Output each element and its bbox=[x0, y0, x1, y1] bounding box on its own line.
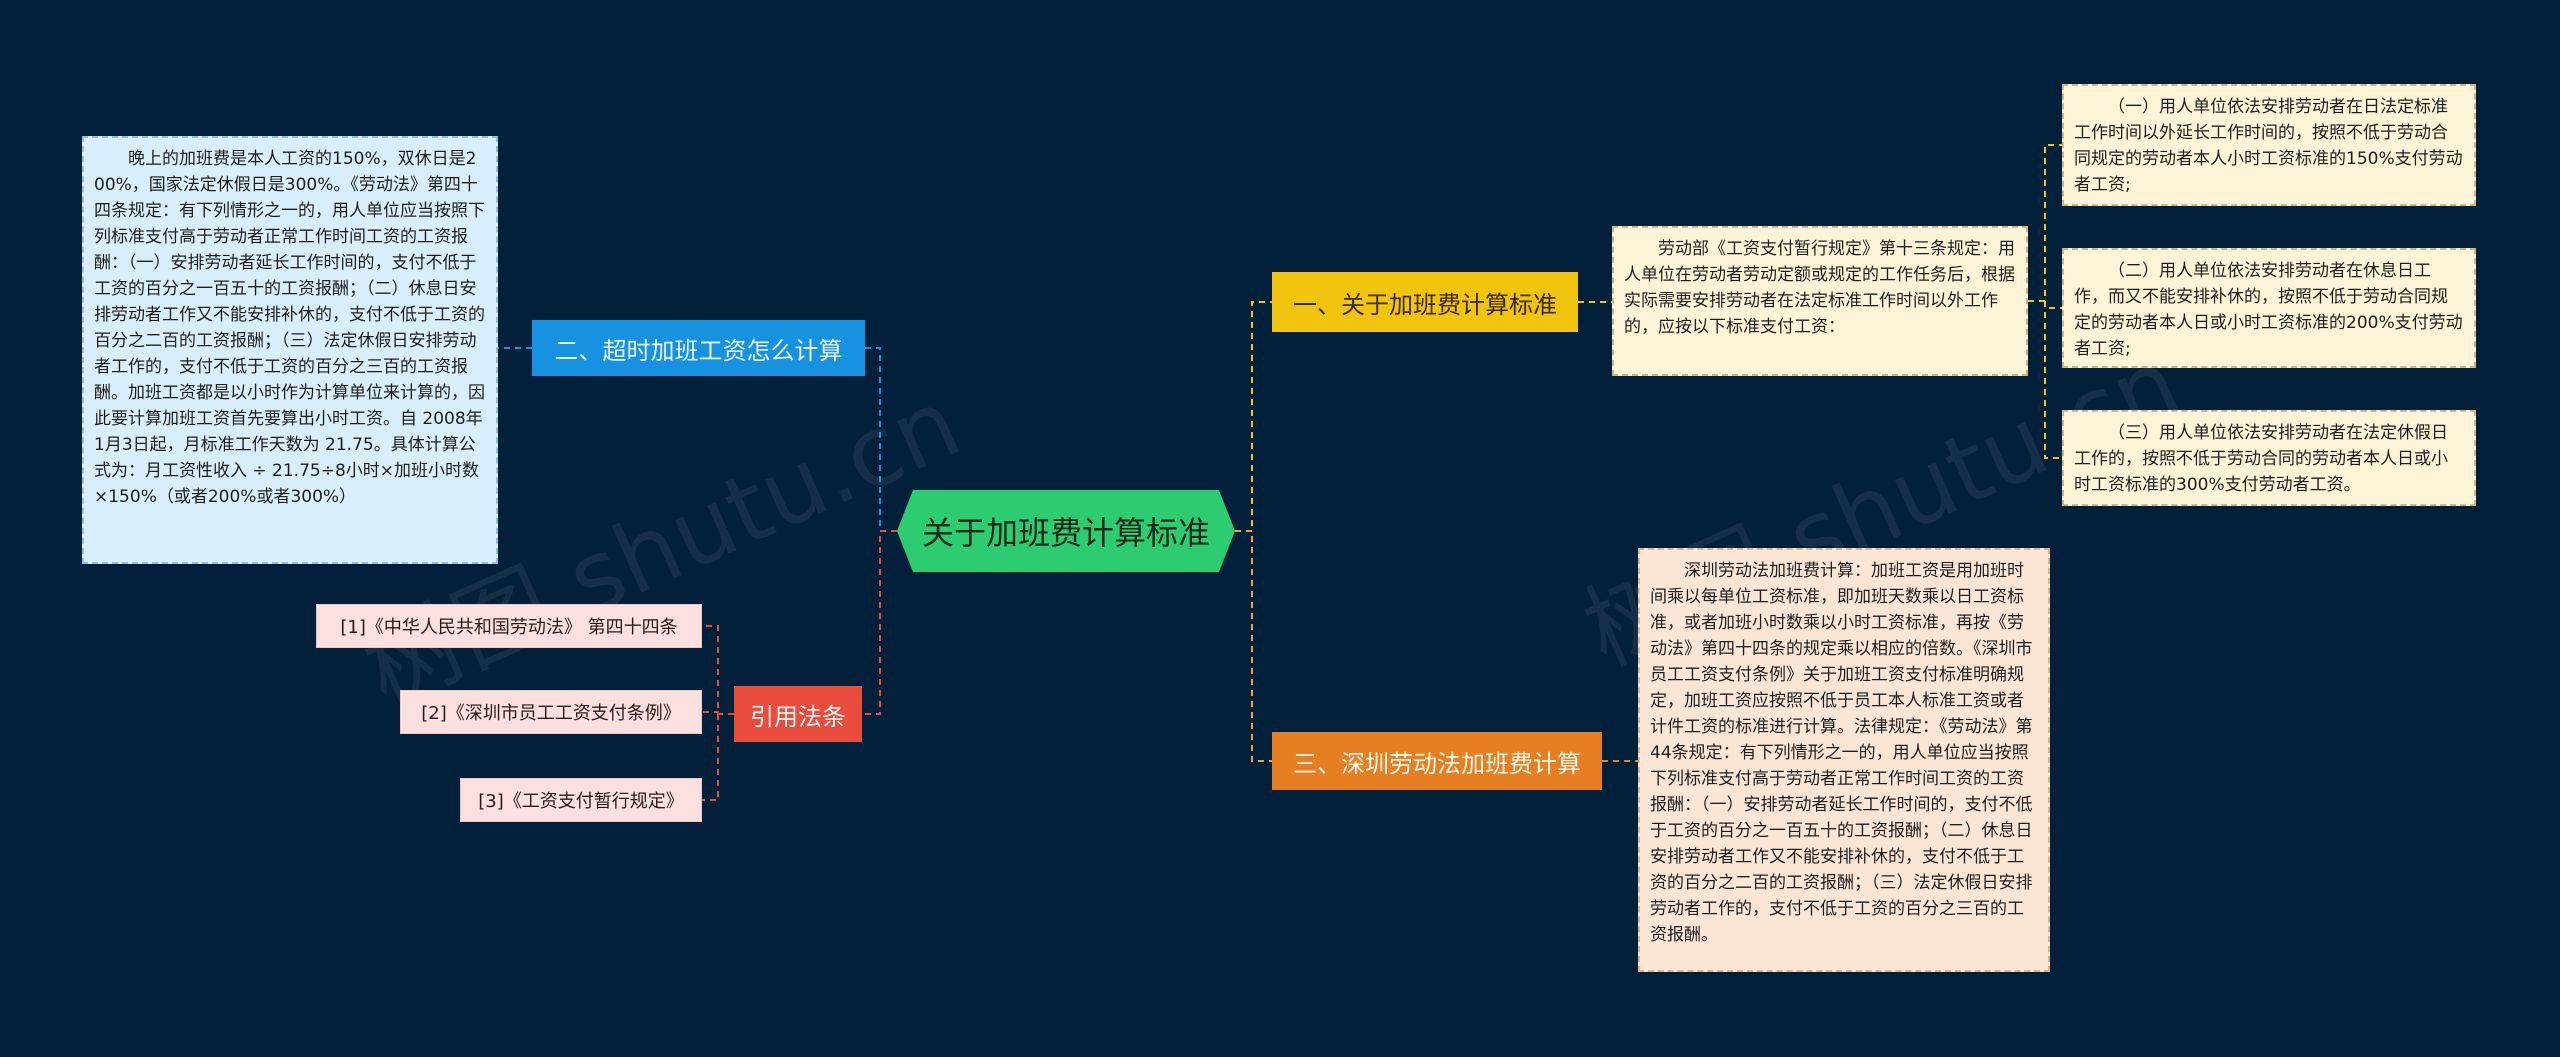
leaf-b1-sub-2[interactable]: （二）用人单位依法安排劳动者在休息日工作，而又不能安排补休的，按照不低于劳动合同… bbox=[2062, 248, 2476, 368]
branch-legal-references[interactable]: 引用法条 bbox=[734, 686, 862, 742]
link-root-b1 bbox=[1235, 301, 1272, 532]
link-root-b3 bbox=[1235, 530, 1272, 762]
branch-overtime-pay-calculation[interactable]: 二、超时加班工资怎么计算 bbox=[532, 320, 865, 376]
leaf-b1-sub-1[interactable]: （一）用人单位依法安排劳动者在日法定标准工作时间以外延长工作时间的，按照不低于劳… bbox=[2062, 84, 2476, 206]
leaf-b2-main[interactable]: 晚上的加班费是本人工资的150%，双休日是200%，国家法定休假日是300%。《… bbox=[82, 136, 498, 564]
link-root-b4 bbox=[862, 530, 897, 715]
branch-calculation-standard[interactable]: 一、关于加班费计算标准 bbox=[1272, 272, 1578, 332]
leaf-b1-sub-3[interactable]: （三）用人单位依法安排劳动者在法定休假日工作的，按照不低于劳动合同的劳动者本人日… bbox=[2062, 410, 2476, 506]
link-root-b2 bbox=[865, 347, 897, 532]
branch-shenzhen-overtime[interactable]: 三、深圳劳动法加班费计算 bbox=[1272, 732, 1602, 790]
leaf-text: 劳动部《工资支付暂行规定》第十三条规定：用人单位在劳动者劳动定额或规定的工作任务… bbox=[1624, 239, 2015, 337]
leaf-text: 深圳劳动法加班费计算：加班工资是用加班时间乘以每单位工资标准，即加班天数乘以日工… bbox=[1650, 561, 2033, 945]
link-b1leaf-subs bbox=[2028, 144, 2062, 459]
leaf-b1-main[interactable]: 劳动部《工资支付暂行规定》第十三条规定：用人单位在劳动者劳动定额或规定的工作任务… bbox=[1612, 226, 2028, 376]
leaf-b3-main[interactable]: 深圳劳动法加班费计算：加班工资是用加班时间乘以每单位工资标准，即加班天数乘以日工… bbox=[1638, 548, 2050, 972]
ref-labor-law[interactable]: [1]《中华人民共和国劳动法》 第四十四条 bbox=[316, 604, 702, 648]
leaf-text: 晚上的加班费是本人工资的150%，双休日是200%，国家法定休假日是300%。《… bbox=[94, 149, 485, 507]
leaf-text: （三）用人单位依法安排劳动者在法定休假日工作的，按照不低于劳动合同的劳动者本人日… bbox=[2074, 423, 2448, 495]
leaf-text: （一）用人单位依法安排劳动者在日法定标准工作时间以外延长工作时间的，按照不低于劳… bbox=[2074, 97, 2463, 195]
link-b4-refs bbox=[702, 625, 734, 801]
root-topic[interactable]: 关于加班费计算标准 bbox=[897, 490, 1235, 572]
ref-shenzhen-wage-regulation[interactable]: [2]《深圳市员工工资支付条例》 bbox=[400, 690, 702, 734]
leaf-text: （二）用人单位依法安排劳动者在休息日工作，而又不能安排补休的，按照不低于劳动合同… bbox=[2074, 261, 2463, 359]
ref-wage-payment-provisions[interactable]: [3]《工资支付暂行规定》 bbox=[460, 778, 702, 822]
